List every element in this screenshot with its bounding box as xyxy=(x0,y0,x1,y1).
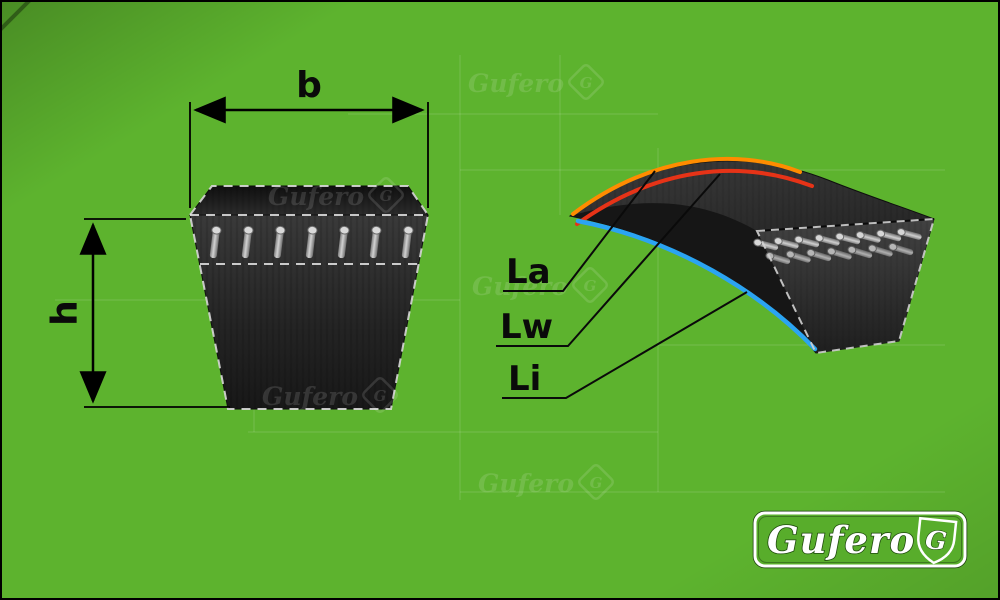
watermark-text: Gufero xyxy=(472,272,568,301)
watermark-monogram: G xyxy=(584,277,597,295)
brand-logo: Gufero G xyxy=(752,510,968,569)
watermark-text: Gufero xyxy=(262,382,358,411)
belt-length-labels: La Lw Li xyxy=(496,170,748,399)
lw-callout: Lw xyxy=(496,173,721,347)
la-label: La xyxy=(506,252,551,292)
li-label: Li xyxy=(508,359,541,399)
watermark-monogram: G xyxy=(580,74,593,92)
logo-shield xyxy=(917,516,958,565)
watermark-text: Gufero xyxy=(268,182,364,211)
watermark-monogram: G xyxy=(380,187,393,205)
height-dimension-label: h xyxy=(45,300,86,326)
dashed-outline-cross-section xyxy=(188,185,430,410)
dashed-outline-end-face xyxy=(755,217,936,355)
watermark-monogram: G xyxy=(374,387,387,405)
width-dimension-label: b xyxy=(296,65,322,106)
lw-label: Lw xyxy=(500,307,553,347)
logo-wordmark: Gufero xyxy=(767,518,915,562)
la-line xyxy=(571,156,802,216)
watermark-text: Gufero xyxy=(468,69,564,98)
la-callout: La xyxy=(503,170,656,292)
dimension-height xyxy=(79,218,230,408)
logo-monogram: G xyxy=(924,525,948,556)
watermark-monogram: G xyxy=(590,474,603,492)
corner-shade xyxy=(0,0,32,32)
lw-leader-line xyxy=(496,173,721,347)
watermarks: Gufero G Gufero G Gufero G Gufero G Gufe… xyxy=(262,64,614,500)
li-leader-line xyxy=(502,291,748,399)
watermark-text: Gufero xyxy=(478,469,574,498)
dimension-width xyxy=(189,96,429,208)
li-line xyxy=(575,218,818,352)
belt-top-texture xyxy=(190,186,428,215)
cross-section-view xyxy=(188,185,430,410)
lw-line xyxy=(575,168,814,226)
li-callout: Li xyxy=(502,291,748,399)
logo-inner-outline xyxy=(758,516,962,563)
belt-3d-view xyxy=(568,156,936,355)
la-leader-line xyxy=(503,170,656,292)
logo-plate xyxy=(753,511,967,568)
